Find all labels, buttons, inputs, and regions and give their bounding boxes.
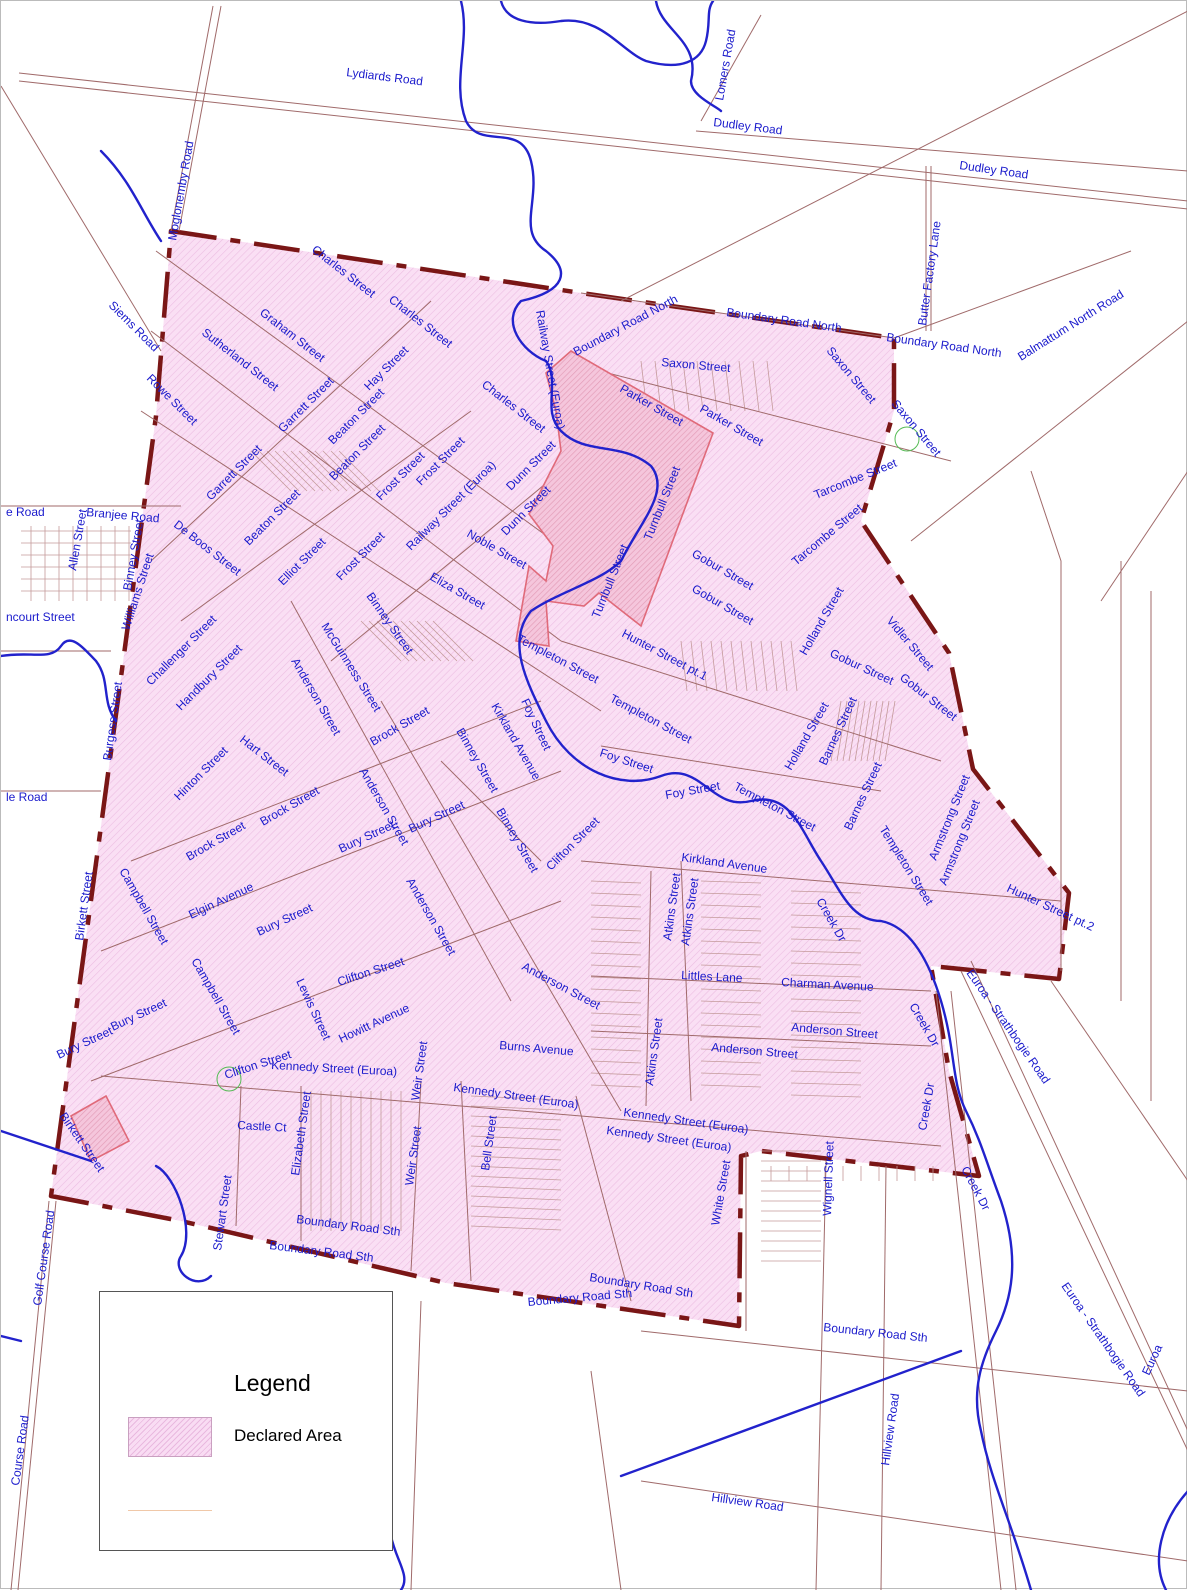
label-brs5: Boundary Road Sth (823, 1320, 929, 1345)
legend-label-declared-area: Declared Area (234, 1426, 342, 1445)
label-allen: Allen Street (65, 507, 90, 571)
label-brn3: Boundary Road North (886, 330, 1003, 360)
label-hillview1: Hillview Road (878, 1392, 902, 1466)
label-burns: Burns Avenue (499, 1038, 575, 1058)
label-charman: Charman Avenue (781, 975, 874, 994)
label-euroa1: Euroa - Strathbogie Road (964, 967, 1054, 1087)
label-lydiards: Lydiards Road (346, 65, 424, 88)
label-golfcourse1: Golf Course Road (30, 1209, 57, 1306)
label-moglonemby: Moglonemby Road (165, 140, 196, 242)
label-dudley2: Dudley Road (959, 158, 1030, 182)
label-golfcourse2: Course Road (8, 1414, 32, 1486)
label-balmattum: Balmattum North Road (1015, 287, 1126, 364)
label-euroa3: Euroa (1139, 1342, 1165, 1377)
legend-line-sample (128, 1510, 212, 1511)
label-road-frag: e Road (6, 505, 45, 519)
lot-lines (21, 360, 934, 1262)
label-saxon3: Saxon Street (889, 397, 945, 460)
label-branjee: Branjee Road (86, 505, 160, 525)
label-saxon1: Saxon Street (661, 355, 732, 375)
label-kennedy1: Kennedy Street (Euroa) (271, 1058, 398, 1079)
road-network (1, 5, 1187, 1590)
label-ncourt: ncourt Street (6, 610, 75, 624)
label-littles: Littles Lane (681, 968, 743, 985)
label-le-road: le Road (6, 790, 47, 804)
label-castle: Castle Ct (237, 1118, 288, 1135)
label-hillview2: Hillview Road (711, 1490, 785, 1514)
legend-swatch-declared-area (128, 1417, 212, 1457)
special-area-small (69, 1094, 131, 1163)
special-area-park (515, 350, 714, 647)
declared-area-boundary (48, 228, 1072, 1329)
label-dudley1: Dudley Road (713, 115, 784, 137)
legend-box: Legend Declared Area (99, 1291, 393, 1551)
label-butter: Butter Factory Lane (915, 220, 944, 327)
label-lomers: Lomers Road (712, 28, 738, 101)
legend-title: Legend (234, 1370, 311, 1396)
label-wignell: Wignell Street (820, 1140, 837, 1216)
